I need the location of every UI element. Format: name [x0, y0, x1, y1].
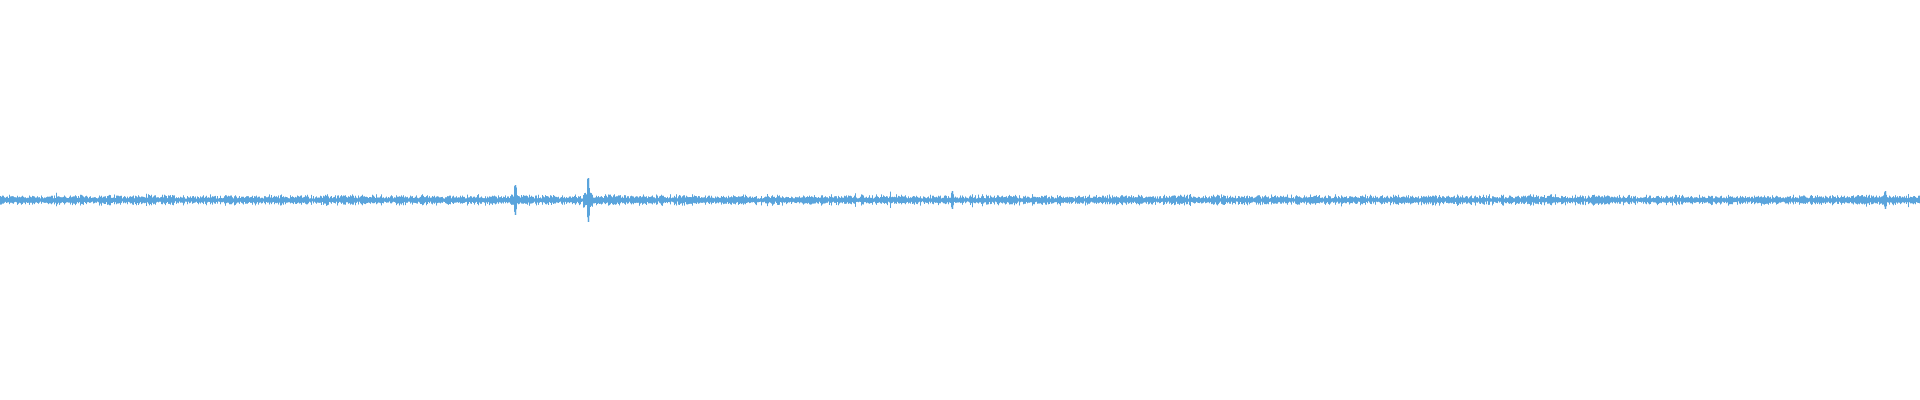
waveform-bars [0, 178, 1920, 222]
waveform-trace [0, 178, 1920, 218]
